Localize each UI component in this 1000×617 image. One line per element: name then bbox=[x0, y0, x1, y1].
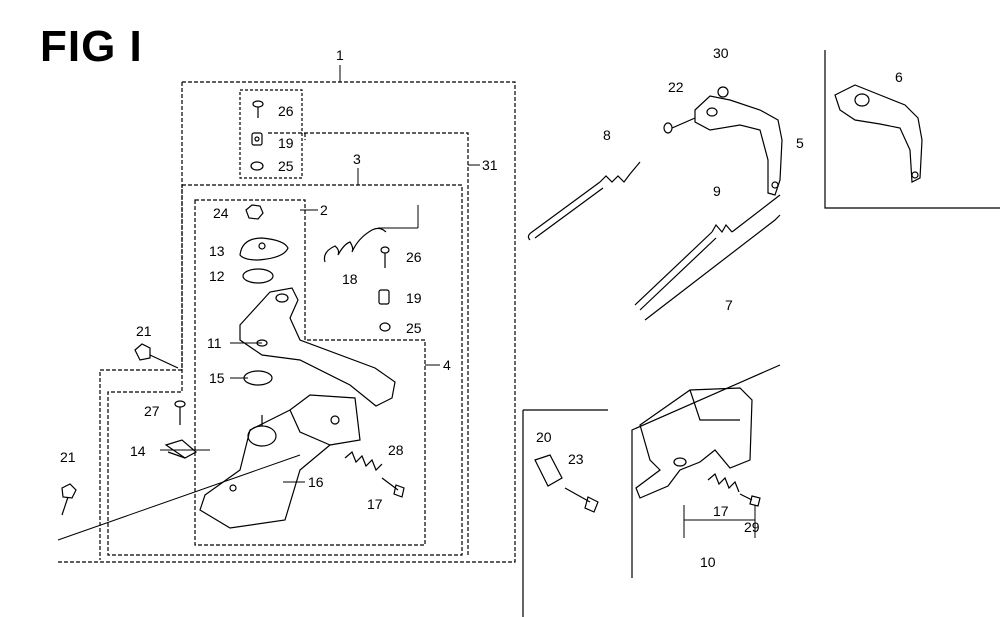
callout-1: 1 bbox=[336, 47, 344, 63]
rod-part-7 bbox=[644, 214, 781, 321]
callout-9: 9 bbox=[713, 183, 721, 199]
bolt-part-22 bbox=[663, 117, 696, 134]
choke-lever-part-5 bbox=[694, 95, 783, 196]
callout-labels: 1 2 3 4 5 6 7 8 9 10 11 12 13 14 15 16 1… bbox=[60, 45, 903, 570]
callout-21b: 21 bbox=[60, 449, 76, 465]
leader-lines bbox=[57, 65, 756, 541]
clip-part-25 bbox=[250, 161, 264, 171]
hardware-box-26-19-25 bbox=[239, 89, 303, 179]
callout-23: 23 bbox=[568, 451, 584, 467]
figure-title: FIG I bbox=[40, 22, 143, 71]
callout-22: 22 bbox=[668, 79, 684, 95]
assembly-box-6 bbox=[824, 50, 1000, 209]
callout-18: 18 bbox=[342, 271, 358, 287]
callout-28: 28 bbox=[388, 442, 404, 458]
callout-14: 14 bbox=[130, 443, 146, 459]
bolt-part-29 bbox=[739, 493, 761, 507]
control-lever-part-11 bbox=[239, 287, 396, 407]
assembly-box-3 bbox=[107, 184, 463, 556]
joint-part-19b bbox=[378, 289, 390, 305]
bolt-part-21b bbox=[61, 483, 77, 516]
callout-2: 2 bbox=[320, 202, 328, 218]
callout-10: 10 bbox=[700, 554, 716, 570]
nut-part-24 bbox=[245, 204, 264, 220]
callout-15: 15 bbox=[209, 370, 225, 386]
bolt-part-23 bbox=[564, 487, 599, 513]
callout-25b: 25 bbox=[406, 320, 422, 336]
control-base-part-16 bbox=[199, 394, 361, 529]
callout-4: 4 bbox=[443, 357, 451, 373]
callout-11: 11 bbox=[207, 335, 222, 351]
callout-20: 20 bbox=[536, 429, 552, 445]
callout-25a: 25 bbox=[278, 158, 294, 174]
callout-6: 6 bbox=[895, 69, 903, 85]
spring-part-8 bbox=[527, 161, 641, 241]
bolt-part-28 bbox=[381, 477, 405, 498]
callout-17a: 17 bbox=[367, 496, 383, 512]
lever-assembly-part-10 bbox=[635, 387, 753, 499]
bolt-part-26 bbox=[252, 100, 264, 118]
lever-part-6 bbox=[834, 84, 923, 183]
callout-24: 24 bbox=[213, 205, 229, 221]
washer-part-15 bbox=[243, 370, 273, 386]
washer-part-12 bbox=[242, 268, 274, 284]
assembly-box-20-23 bbox=[522, 409, 608, 617]
plate-part-13 bbox=[239, 237, 289, 261]
callout-26b: 26 bbox=[406, 249, 422, 265]
callout-19b: 19 bbox=[406, 290, 422, 306]
callout-21a: 21 bbox=[136, 323, 152, 339]
spring-part-17b bbox=[707, 472, 740, 493]
spring-part-17 bbox=[344, 450, 383, 472]
bolt-part-21a bbox=[134, 343, 179, 369]
bolt-part-26b bbox=[380, 246, 390, 268]
callout-29: 29 bbox=[744, 519, 760, 535]
callout-7: 7 bbox=[725, 297, 733, 313]
spring-part-9 bbox=[634, 194, 781, 311]
bolt-part-27 bbox=[174, 400, 186, 425]
nut-part-30 bbox=[717, 86, 729, 98]
clip-part-25b bbox=[379, 322, 391, 332]
callout-30: 30 bbox=[713, 45, 729, 61]
callout-13: 13 bbox=[209, 243, 225, 259]
callout-26a: 26 bbox=[278, 103, 294, 119]
callout-31: 31 bbox=[482, 157, 498, 173]
assembly-box-10 bbox=[631, 364, 781, 578]
clip-part-14 bbox=[164, 439, 198, 459]
collar-part-20 bbox=[534, 454, 563, 487]
callout-5: 5 bbox=[796, 135, 804, 151]
callout-8: 8 bbox=[603, 127, 611, 143]
assembly-box-31 bbox=[268, 132, 470, 556]
callout-19a: 19 bbox=[278, 135, 294, 151]
callout-17b: 17 bbox=[713, 503, 729, 519]
callout-12: 12 bbox=[209, 268, 225, 284]
callout-3: 3 bbox=[353, 151, 361, 167]
spring-part-18 bbox=[323, 227, 387, 263]
assembly-box-4 bbox=[194, 199, 426, 546]
assembly-box-1 bbox=[58, 81, 516, 563]
callout-16: 16 bbox=[308, 474, 324, 490]
joint-part-19 bbox=[251, 132, 263, 146]
callout-27: 27 bbox=[144, 403, 160, 419]
